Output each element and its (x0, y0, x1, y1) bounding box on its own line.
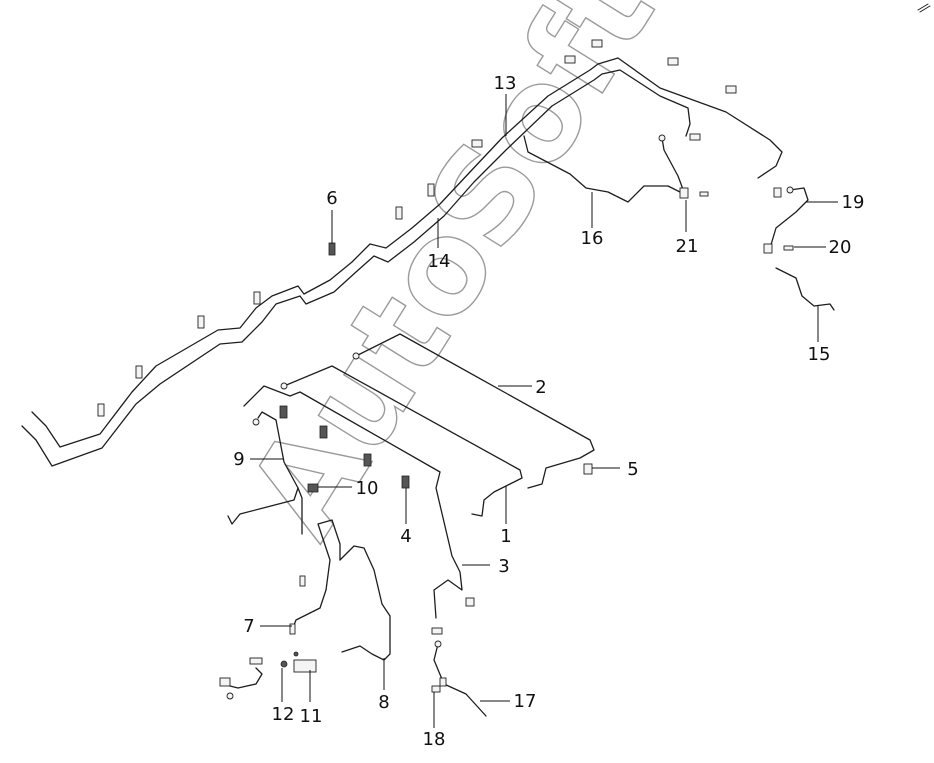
hose-21 (658, 134, 709, 199)
bracket-11 (293, 659, 317, 673)
clip-18 (431, 685, 441, 693)
callout-21: 21 (676, 236, 699, 257)
callout-17: 17 (514, 691, 537, 712)
callout-16: 16 (581, 228, 604, 249)
callout-8: 8 (378, 692, 389, 713)
bolt-20 (783, 245, 794, 251)
callout-20: 20 (829, 237, 852, 258)
brake-line-3 (243, 385, 475, 619)
brake-line-16 (523, 135, 681, 203)
hose-19 (763, 186, 809, 254)
clips-group-4 (279, 405, 410, 493)
clip-6 (328, 242, 336, 256)
brake-line-13 (31, 57, 783, 448)
brake-line-2 (352, 333, 595, 489)
clip-4 (401, 475, 410, 489)
washer-12 (280, 660, 288, 668)
callout-5: 5 (627, 459, 638, 480)
callout-12: 12 (272, 704, 295, 725)
callout-2: 2 (535, 377, 546, 398)
leaders (250, 94, 838, 728)
callout-18: 18 (423, 729, 446, 750)
callout-4: 4 (400, 526, 411, 547)
callout-1: 1 (500, 526, 511, 547)
brake-line-9 (227, 411, 303, 535)
hose-lower-left (219, 651, 317, 700)
callout-19: 19 (842, 192, 865, 213)
callout-6: 6 (326, 188, 337, 209)
hose-17 (431, 627, 487, 717)
clip-5 (583, 463, 593, 475)
brake-line-7 (289, 519, 341, 635)
callout-13: 13 (494, 73, 517, 94)
line-clips (97, 39, 782, 417)
brake-line-15 (775, 267, 835, 311)
callout-11: 11 (300, 706, 323, 727)
watermark: AutoSoft (220, 0, 684, 561)
callout-7: 7 (243, 616, 254, 637)
brake-line-1 (280, 365, 593, 517)
callout-15: 15 (808, 344, 831, 365)
callout-14: 14 (428, 251, 451, 272)
callout-labels: 1 2 3 4 5 6 7 8 9 10 11 12 13 14 15 16 1… (233, 73, 864, 750)
brake-line-8 (339, 545, 391, 661)
clip-10 (307, 483, 319, 493)
callout-9: 9 (233, 449, 244, 470)
brake-line-14 (21, 69, 691, 467)
callout-3: 3 (498, 556, 509, 577)
corner-mark (917, 3, 931, 13)
callout-10: 10 (356, 478, 379, 499)
